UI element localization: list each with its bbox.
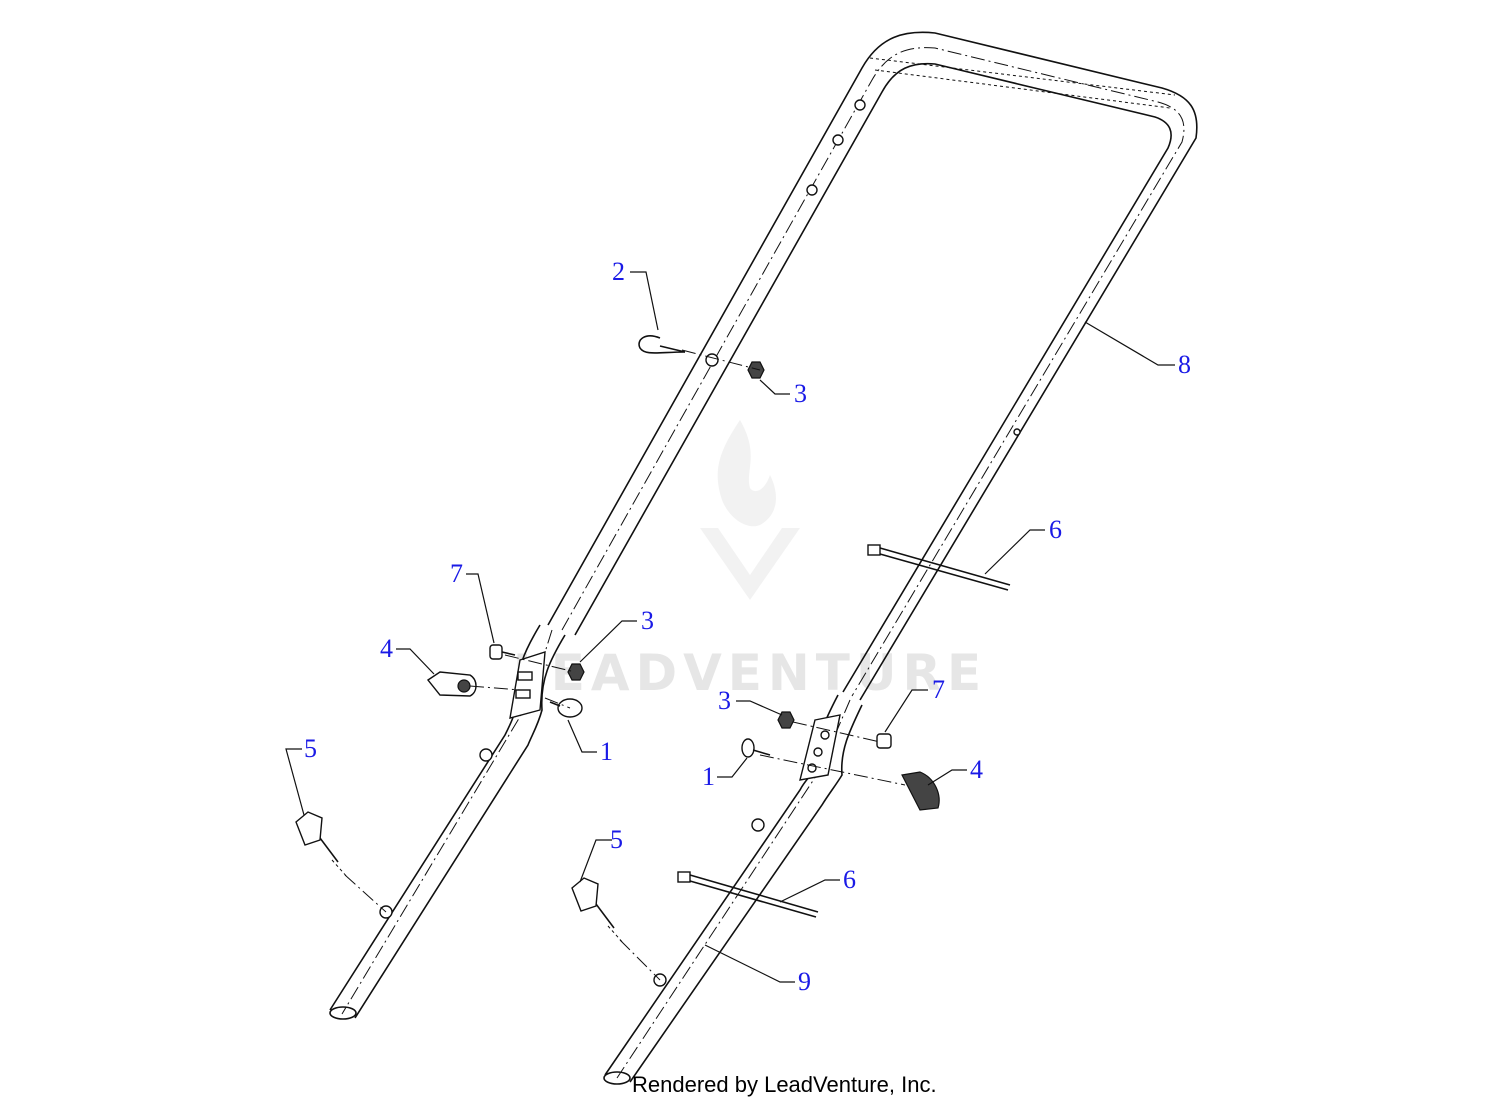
callout-7: 7 <box>450 559 463 588</box>
upper-handle <box>547 31 1198 701</box>
callout-4: 4 <box>970 755 983 784</box>
callout-3: 3 <box>794 379 807 408</box>
callout-4: 4 <box>380 634 393 663</box>
hardware <box>295 335 940 945</box>
callout-6: 6 <box>1049 515 1062 544</box>
callout-leaders <box>285 271 1175 983</box>
callout-3: 3 <box>718 686 731 715</box>
callout-labels: 2 3 8 6 7 3 4 1 3 7 1 4 5 5 6 9 <box>304 257 1191 996</box>
callout-9: 9 <box>798 967 811 996</box>
callout-5: 5 <box>304 734 317 763</box>
credit-text: Rendered by LeadVenture, Inc. <box>632 1072 937 1097</box>
callout-1: 1 <box>600 737 613 766</box>
callout-1: 1 <box>702 762 715 791</box>
tube-rivets <box>379 99 1021 987</box>
watermark-logo <box>700 420 800 600</box>
callout-5: 5 <box>610 825 623 854</box>
watermark-text: LEADVENTURE <box>513 644 987 702</box>
callout-8: 8 <box>1178 350 1191 379</box>
cable-ties <box>677 544 1011 918</box>
centerlines <box>344 349 906 981</box>
callout-2: 2 <box>612 257 625 286</box>
callout-3: 3 <box>641 606 654 635</box>
callout-6: 6 <box>843 865 856 894</box>
callout-7: 7 <box>932 675 945 704</box>
bracket-plates <box>509 651 841 781</box>
